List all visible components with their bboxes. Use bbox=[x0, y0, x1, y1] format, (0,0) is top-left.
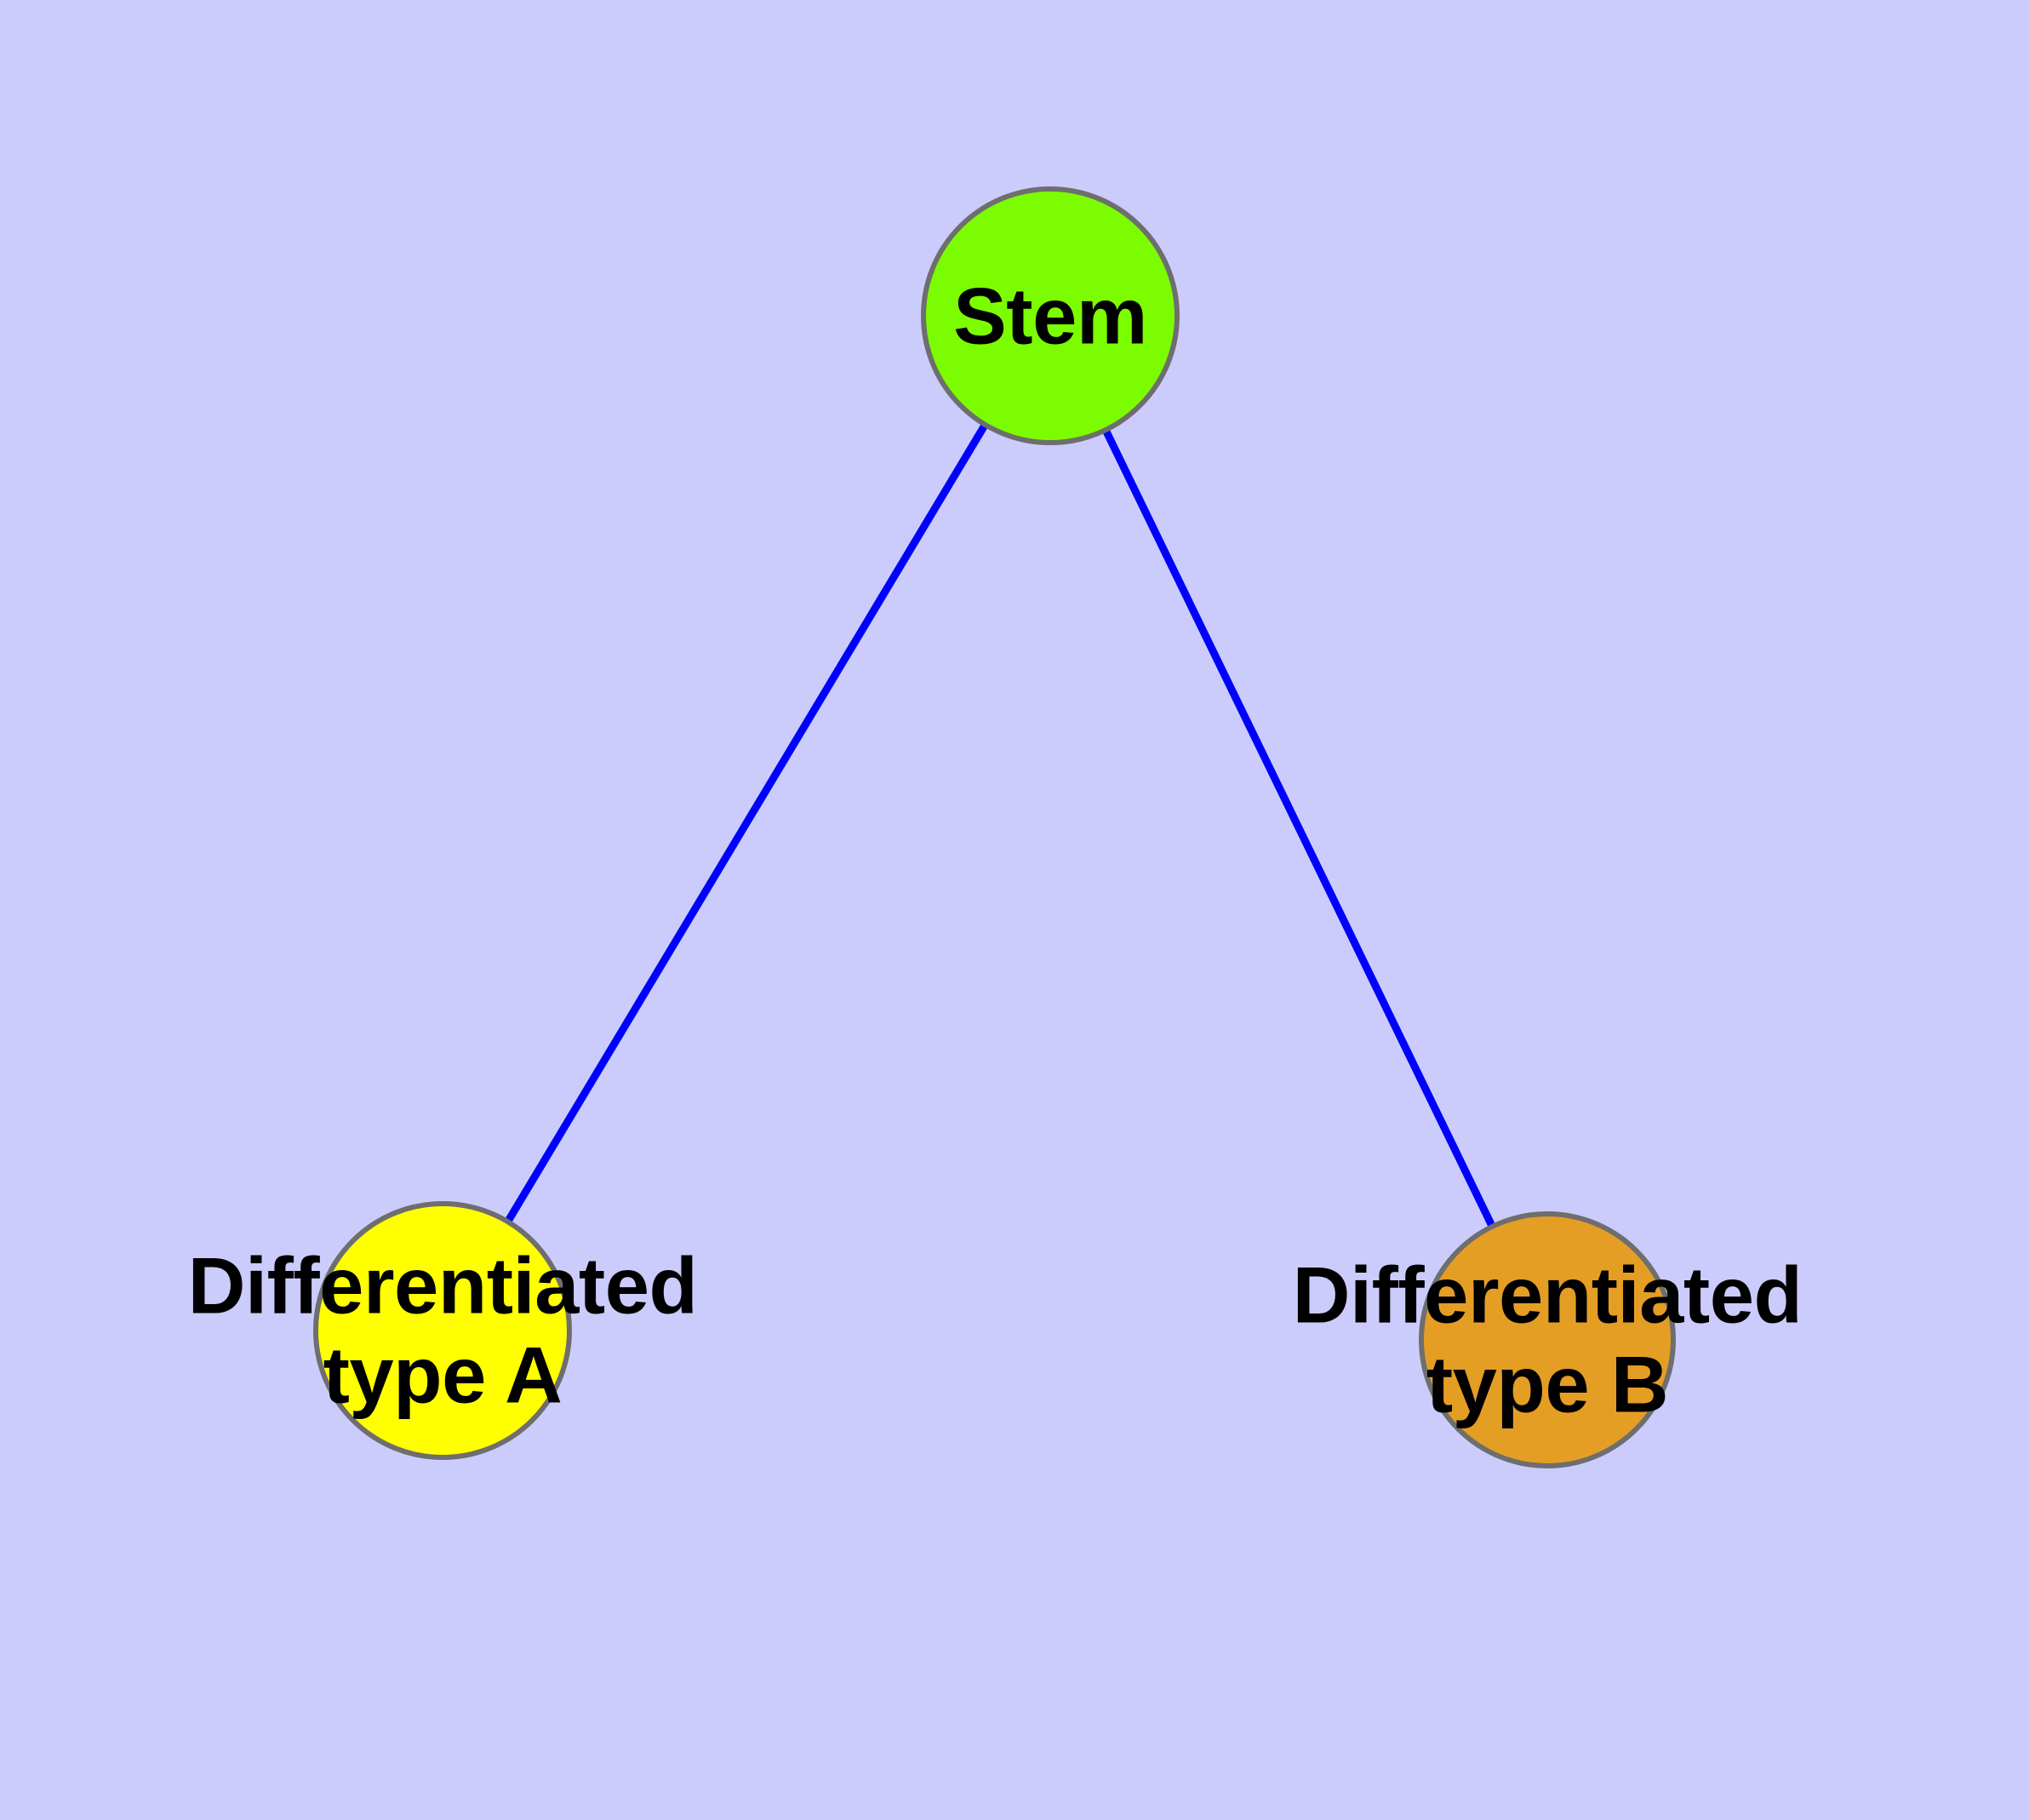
node-circle-diff_b[interactable] bbox=[1419, 1211, 1676, 1468]
edge-stem-to-diff_a[interactable] bbox=[439, 313, 1054, 1333]
node-circle-stem[interactable] bbox=[921, 186, 1180, 445]
edge-stem-to-diff_b[interactable] bbox=[1046, 314, 1552, 1342]
node-circle-diff_a[interactable] bbox=[313, 1201, 572, 1460]
node-layer bbox=[313, 186, 1676, 1468]
edge-layer bbox=[439, 313, 1552, 1342]
